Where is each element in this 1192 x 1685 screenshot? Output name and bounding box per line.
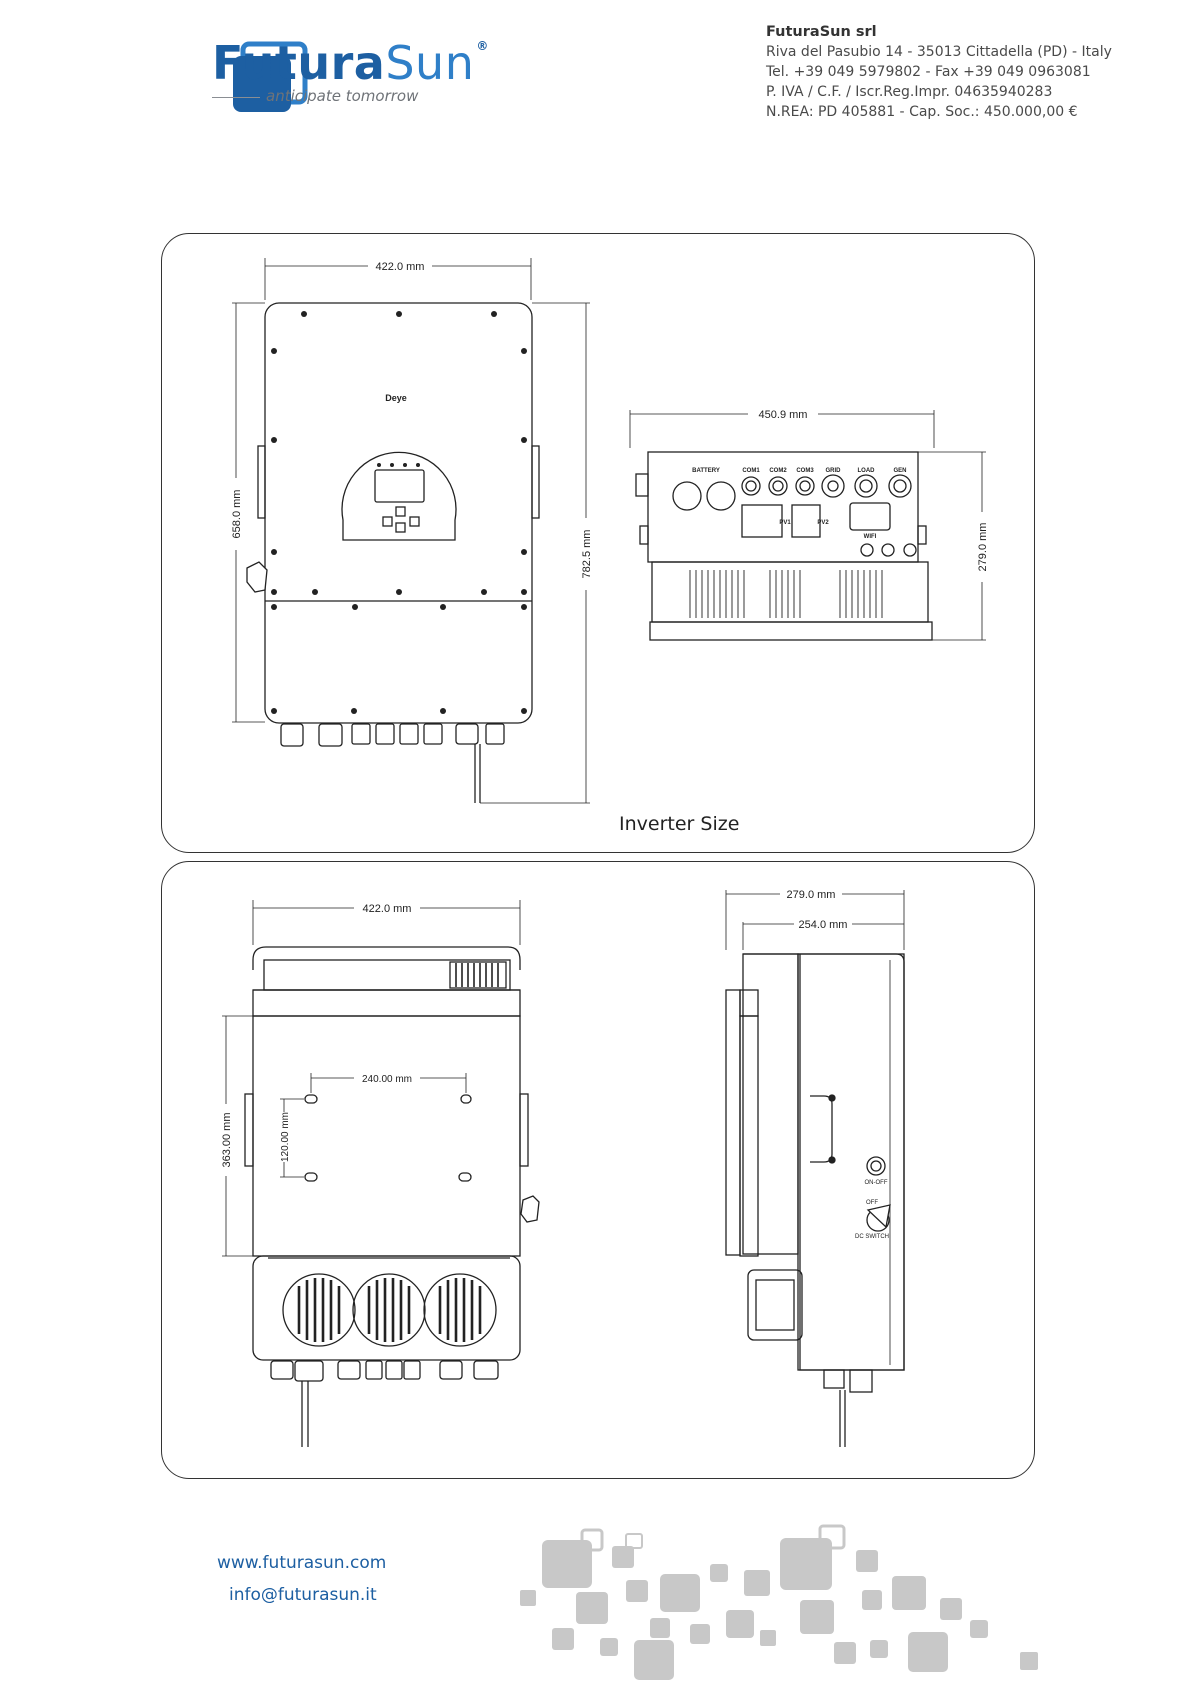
bottom-depth-label: 279.0 mm — [977, 523, 989, 572]
label-com3: COM3 — [796, 468, 814, 474]
tagline: anticipate tomorrow — [266, 87, 419, 105]
website-link[interactable]: www.futurasun.com — [217, 1553, 387, 1573]
bottom-view — [629, 410, 986, 641]
label-wifi: WIFI — [864, 534, 877, 540]
back-width-label: 422.0 mm — [363, 903, 412, 915]
on-off-label: ON-OFF — [865, 1180, 888, 1186]
display-brand: Deye — [385, 393, 407, 403]
bottom-width-label: 450.9 mm — [759, 409, 808, 421]
email-link[interactable]: info@futurasun.it — [229, 1585, 377, 1605]
label-load: LOAD — [858, 468, 876, 474]
company-rea: N.REA: PD 405881 - Cap. Soc.: 450.000,00… — [766, 104, 1078, 120]
inverter-size-panel — [161, 233, 1035, 853]
front-height-label: 658.0 mm — [231, 490, 243, 539]
tagline-divider — [212, 97, 260, 98]
company-phone: Tel. +39 049 5979802 - Fax +39 049 09630… — [766, 64, 1091, 80]
back-height-label: 363.00 mm — [221, 1112, 233, 1167]
company-vat: P. IVA / C.F. / Iscr.Reg.Impr. 046359402… — [766, 84, 1053, 100]
side-view — [725, 890, 905, 1447]
hole-spacing-v-label: 120.00 mm — [280, 1112, 291, 1162]
side-body-depth-label: 254.0 mm — [799, 919, 848, 931]
company-name: FuturaSun srl — [766, 24, 877, 40]
front-view — [232, 258, 590, 804]
front-width-label: 422.0 mm — [376, 261, 425, 273]
back-view — [222, 900, 540, 1447]
label-pv2: PV2 — [817, 520, 829, 526]
brand-name: FuturaSun® — [212, 36, 489, 90]
front-total-height-label: 782.5 mm — [581, 530, 593, 579]
label-battery: BATTERY — [692, 468, 720, 474]
hole-spacing-h-label: 240.00 mm — [362, 1074, 412, 1085]
label-com1: COM1 — [742, 468, 760, 474]
company-address: Riva del Pasubio 14 - 35013 Cittadella (… — [766, 44, 1112, 60]
label-gen: GEN — [893, 468, 906, 474]
installation-dimensions-panel — [161, 861, 1035, 1479]
company-info: FuturaSun srl Riva del Pasubio 14 - 3501… — [766, 22, 1112, 122]
switch-off-label: OFF — [866, 1200, 878, 1206]
label-pv1: PV1 — [779, 520, 791, 526]
label-com2: COM2 — [769, 468, 787, 474]
decorative-squares-pattern — [520, 1524, 1038, 1680]
panel-caption: Inverter Size — [619, 813, 740, 835]
label-grid: GRID — [826, 468, 842, 474]
side-total-depth-label: 279.0 mm — [787, 889, 836, 901]
dc-switch-label: DC SWITCH — [855, 1234, 889, 1240]
futurasun-logo-icon — [233, 41, 308, 112]
